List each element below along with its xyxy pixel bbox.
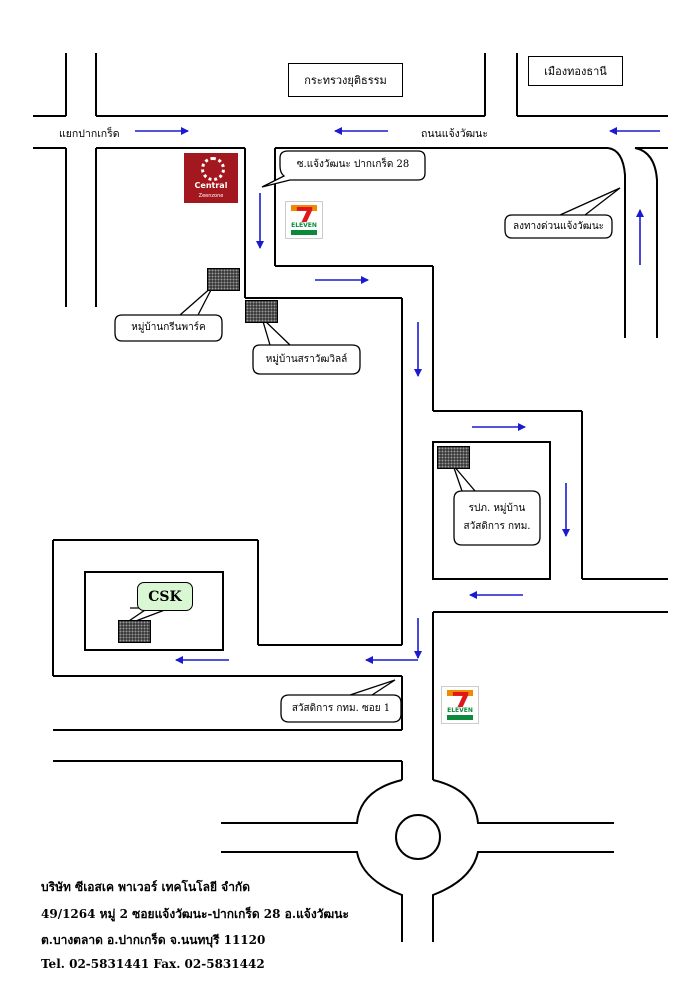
central-logo: Central Zeenzone bbox=[184, 153, 238, 203]
csk-building bbox=[118, 620, 151, 643]
ministry-label-box: กระทรวงยุติธรรม bbox=[288, 63, 403, 97]
muang-thong-label: เมืองทองธานี bbox=[544, 65, 607, 78]
direction-arrows bbox=[135, 127, 660, 664]
sarawadi-building bbox=[245, 300, 278, 323]
expressway-callout: ลงทางด่วนแจ้งวัฒนะ bbox=[512, 221, 605, 232]
office-building bbox=[437, 446, 470, 469]
chaeng-watthana-road-label: ถนนแจ้งวัฒนะ bbox=[421, 128, 488, 140]
green-park-building bbox=[207, 268, 240, 291]
soi-roads bbox=[52, 148, 668, 780]
office-callout-line1: รปภ. หมู่บ้าน bbox=[468, 503, 526, 514]
address-line-2: ต.บางตลาด อ.ปากเกร็ด จ.นนทบุรี 11120 bbox=[41, 933, 266, 947]
main-road bbox=[33, 53, 668, 338]
office-callout-line2: สวัสดิการ กทม. bbox=[463, 521, 531, 532]
address-line-1: 49/1264 หมู่ 2 ซอยแจ้งวัฒนะ-ปากเกร็ด 28 … bbox=[41, 907, 349, 921]
callout-shapes bbox=[114, 150, 621, 723]
contact-line: Tel. 02-5831441 Fax. 02-5831442 bbox=[41, 957, 265, 971]
company-name: บริษัท ซีเอสเค พาเวอร์ เทคโนโลยี จำกัด bbox=[41, 880, 250, 894]
sarawadi-callout: หมู่บ้านสราวัฒวิลล์ bbox=[265, 354, 348, 365]
seven-eleven-text: ELEVEN bbox=[444, 707, 476, 714]
central-emblem-icon bbox=[201, 157, 225, 181]
swasdikan-soi-callout: สวัสดิการ กทม. ซอย 1 bbox=[291, 703, 391, 714]
central-logo-name: Central bbox=[194, 181, 228, 190]
csk-label: CSK bbox=[137, 582, 193, 611]
roundabout bbox=[221, 779, 614, 942]
seven-eleven-logo-top: 7 ELEVEN bbox=[285, 201, 323, 239]
green-park-callout: หมู่บ้านกรีนพาร์ค bbox=[131, 322, 206, 333]
seven-eleven-logo-bottom: 7 ELEVEN bbox=[441, 686, 479, 724]
ministry-label: กระทรวงยุติธรรม bbox=[304, 74, 387, 87]
soi-chaeng-callout: ซ.แจ้งวัฒนะ ปากเกร็ด 28 bbox=[296, 159, 410, 170]
pak-kret-junction-label: แยกปากเกร็ด bbox=[59, 128, 120, 140]
muang-thong-label-box: เมืองทองธานี bbox=[528, 56, 623, 86]
seven-eleven-text: ELEVEN bbox=[288, 222, 320, 229]
central-logo-zone: Zeenzone bbox=[198, 193, 224, 199]
